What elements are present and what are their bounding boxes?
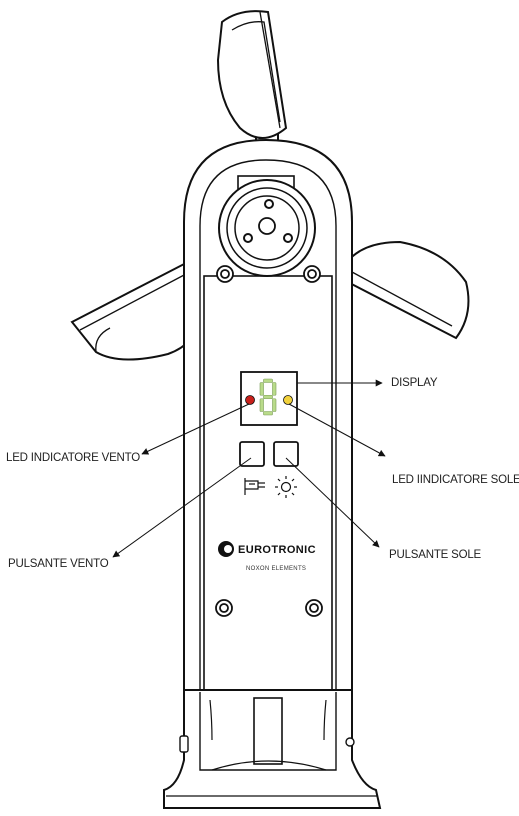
segment-a [263, 378, 273, 383]
wind-button[interactable] [239, 441, 265, 467]
label-led-wind: LED INDICATORE VENTO [6, 452, 141, 464]
label-button-wind: PULSANTE VENTO [8, 558, 109, 570]
screws [215, 265, 323, 617]
label-button-sun: PULSANTE SOLE [389, 549, 481, 561]
led-wind [245, 395, 255, 405]
arrow-button-wind [112, 457, 252, 558]
label-display: DISPLAY [391, 377, 438, 389]
segment-f [259, 382, 264, 396]
segment-b [272, 382, 277, 396]
segment-g [263, 394, 273, 400]
segment-e [259, 398, 264, 412]
arrow-led-sun [288, 403, 386, 457]
brand-name: EUROTRONIC [238, 544, 316, 556]
arrow-button-sun [285, 457, 380, 548]
led-sun [283, 395, 293, 405]
segment-c [272, 398, 277, 412]
annotation-arrows [112, 379, 386, 558]
device-base [163, 689, 382, 809]
rotor-hub [218, 175, 316, 277]
display-panel [240, 371, 298, 426]
arrow-led-wind [141, 403, 250, 455]
sun-button[interactable] [273, 441, 299, 467]
brand-model: NOXON ELEMENTS [246, 566, 306, 572]
sun-icon [275, 476, 297, 498]
wind-plug-icon [244, 478, 265, 495]
label-led-sun: LED IINDICATORE SOLE [392, 474, 519, 486]
brand-logo: EUROTRONIC NOXON ELEMENTS [218, 541, 316, 572]
segment-d [263, 411, 273, 416]
seven-segment-digit [259, 378, 277, 416]
